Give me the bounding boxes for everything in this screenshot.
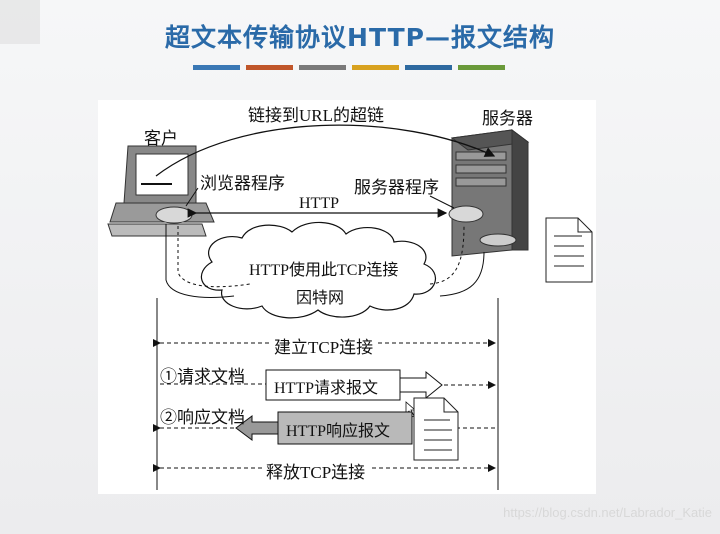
- server-computer-icon: [448, 129, 530, 257]
- browser-program-label: 浏览器程序: [200, 174, 285, 193]
- csdn-watermark: https://blog.csdn.net/Labrador_Katie: [503, 505, 712, 520]
- request-message-box: [265, 369, 401, 401]
- accent-bar: [193, 65, 240, 70]
- response-message-label: HTTP响应报文: [286, 423, 391, 440]
- document-icon: [545, 217, 593, 283]
- slide-title: 超文本传输协议HTTP—报文结构: [165, 23, 555, 52]
- hyperlink-label: 链接到URL的超链: [248, 106, 384, 125]
- internet-cloud: [200, 221, 436, 319]
- accent-bars: [193, 65, 505, 70]
- response-message-box: [277, 411, 413, 445]
- response-document-icon: [413, 397, 459, 461]
- response-document-label: ②响应文档: [160, 408, 245, 427]
- tcp-path-right-solid: [439, 251, 485, 297]
- bottom-logo: [600, 526, 720, 534]
- request-document-label: ①请求文档: [160, 367, 245, 386]
- browser-leader-line: [185, 187, 199, 207]
- accent-bar: [246, 65, 293, 70]
- server-label: 服务器: [482, 109, 533, 128]
- request-message-label: HTTP请求报文: [274, 380, 379, 397]
- establish-tcp-label: 建立TCP连接: [274, 338, 374, 357]
- client-computer-icon: [107, 145, 215, 237]
- corner-logo: [0, 0, 40, 44]
- request-hollow-arrow: [399, 370, 443, 400]
- hyperlink-arrow: [155, 124, 496, 177]
- tcp-path-left-solid: [165, 224, 235, 298]
- http-label: HTTP: [299, 195, 339, 212]
- accent-bar: [299, 65, 346, 70]
- tcp-path-right-dashed: [429, 225, 465, 285]
- accent-bar: [405, 65, 452, 70]
- accent-bar: [352, 65, 399, 70]
- client-label: 客户: [144, 129, 178, 148]
- release-tcp-label: 释放TCP连接: [266, 463, 366, 482]
- accent-bar: [458, 65, 505, 70]
- server-leader-line: [429, 195, 455, 209]
- tcp-path-left-dashed: [177, 226, 251, 288]
- cloud-tcp-label: HTTP使用此TCP连接: [249, 262, 399, 279]
- internet-label: 因特网: [296, 290, 345, 307]
- server-program-label: 服务器程序: [354, 178, 439, 197]
